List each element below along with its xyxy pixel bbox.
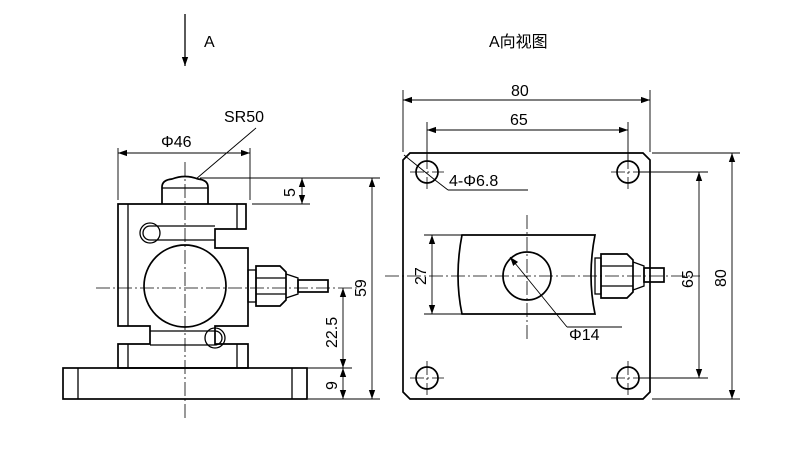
- plate-height-dimension: [652, 152, 740, 400]
- base-height-label: 9: [324, 381, 341, 390]
- center-hole-label: Φ14: [569, 327, 600, 344]
- total-height-label: 59: [353, 279, 370, 297]
- sphere-radius-label: SR50: [224, 109, 264, 126]
- cable-connector: [247, 265, 329, 307]
- sensor-body: [117, 203, 249, 369]
- sensor-body-outline: [457, 234, 597, 315]
- mounting-holes: [410, 155, 645, 395]
- plate-width-dimension: [402, 90, 651, 152]
- view-title: A向视图: [489, 33, 548, 51]
- central-bore: [143, 244, 227, 328]
- hole-spacing-y-label: 65: [680, 270, 697, 288]
- cap-diameter-label: Φ46: [161, 134, 192, 151]
- cap-diameter-dimension: [117, 148, 251, 200]
- top-cap: [161, 175, 209, 204]
- hole-spacing-x-label: 65: [510, 112, 528, 129]
- plate-height-label: 80: [713, 269, 730, 287]
- plate-connector: [594, 253, 665, 299]
- direction-arrow-label: A: [204, 34, 215, 51]
- plate-width-label: 80: [511, 83, 529, 100]
- slot-height-dimension: [424, 234, 462, 315]
- slot-height-label: 27: [413, 267, 430, 285]
- center-hole: [502, 251, 552, 301]
- cap-height-label: 5: [282, 188, 299, 197]
- center-height-label: 22.5: [324, 317, 341, 348]
- hole-spacing-x-dimension: [426, 122, 629, 160]
- hole-spacing-y-dimension: [640, 171, 708, 379]
- front-view: A: [62, 14, 380, 418]
- mount-holes-label: 4-Φ6.8: [449, 173, 498, 190]
- view-a: A向视图: [385, 33, 740, 400]
- mounting-plate: [402, 152, 651, 400]
